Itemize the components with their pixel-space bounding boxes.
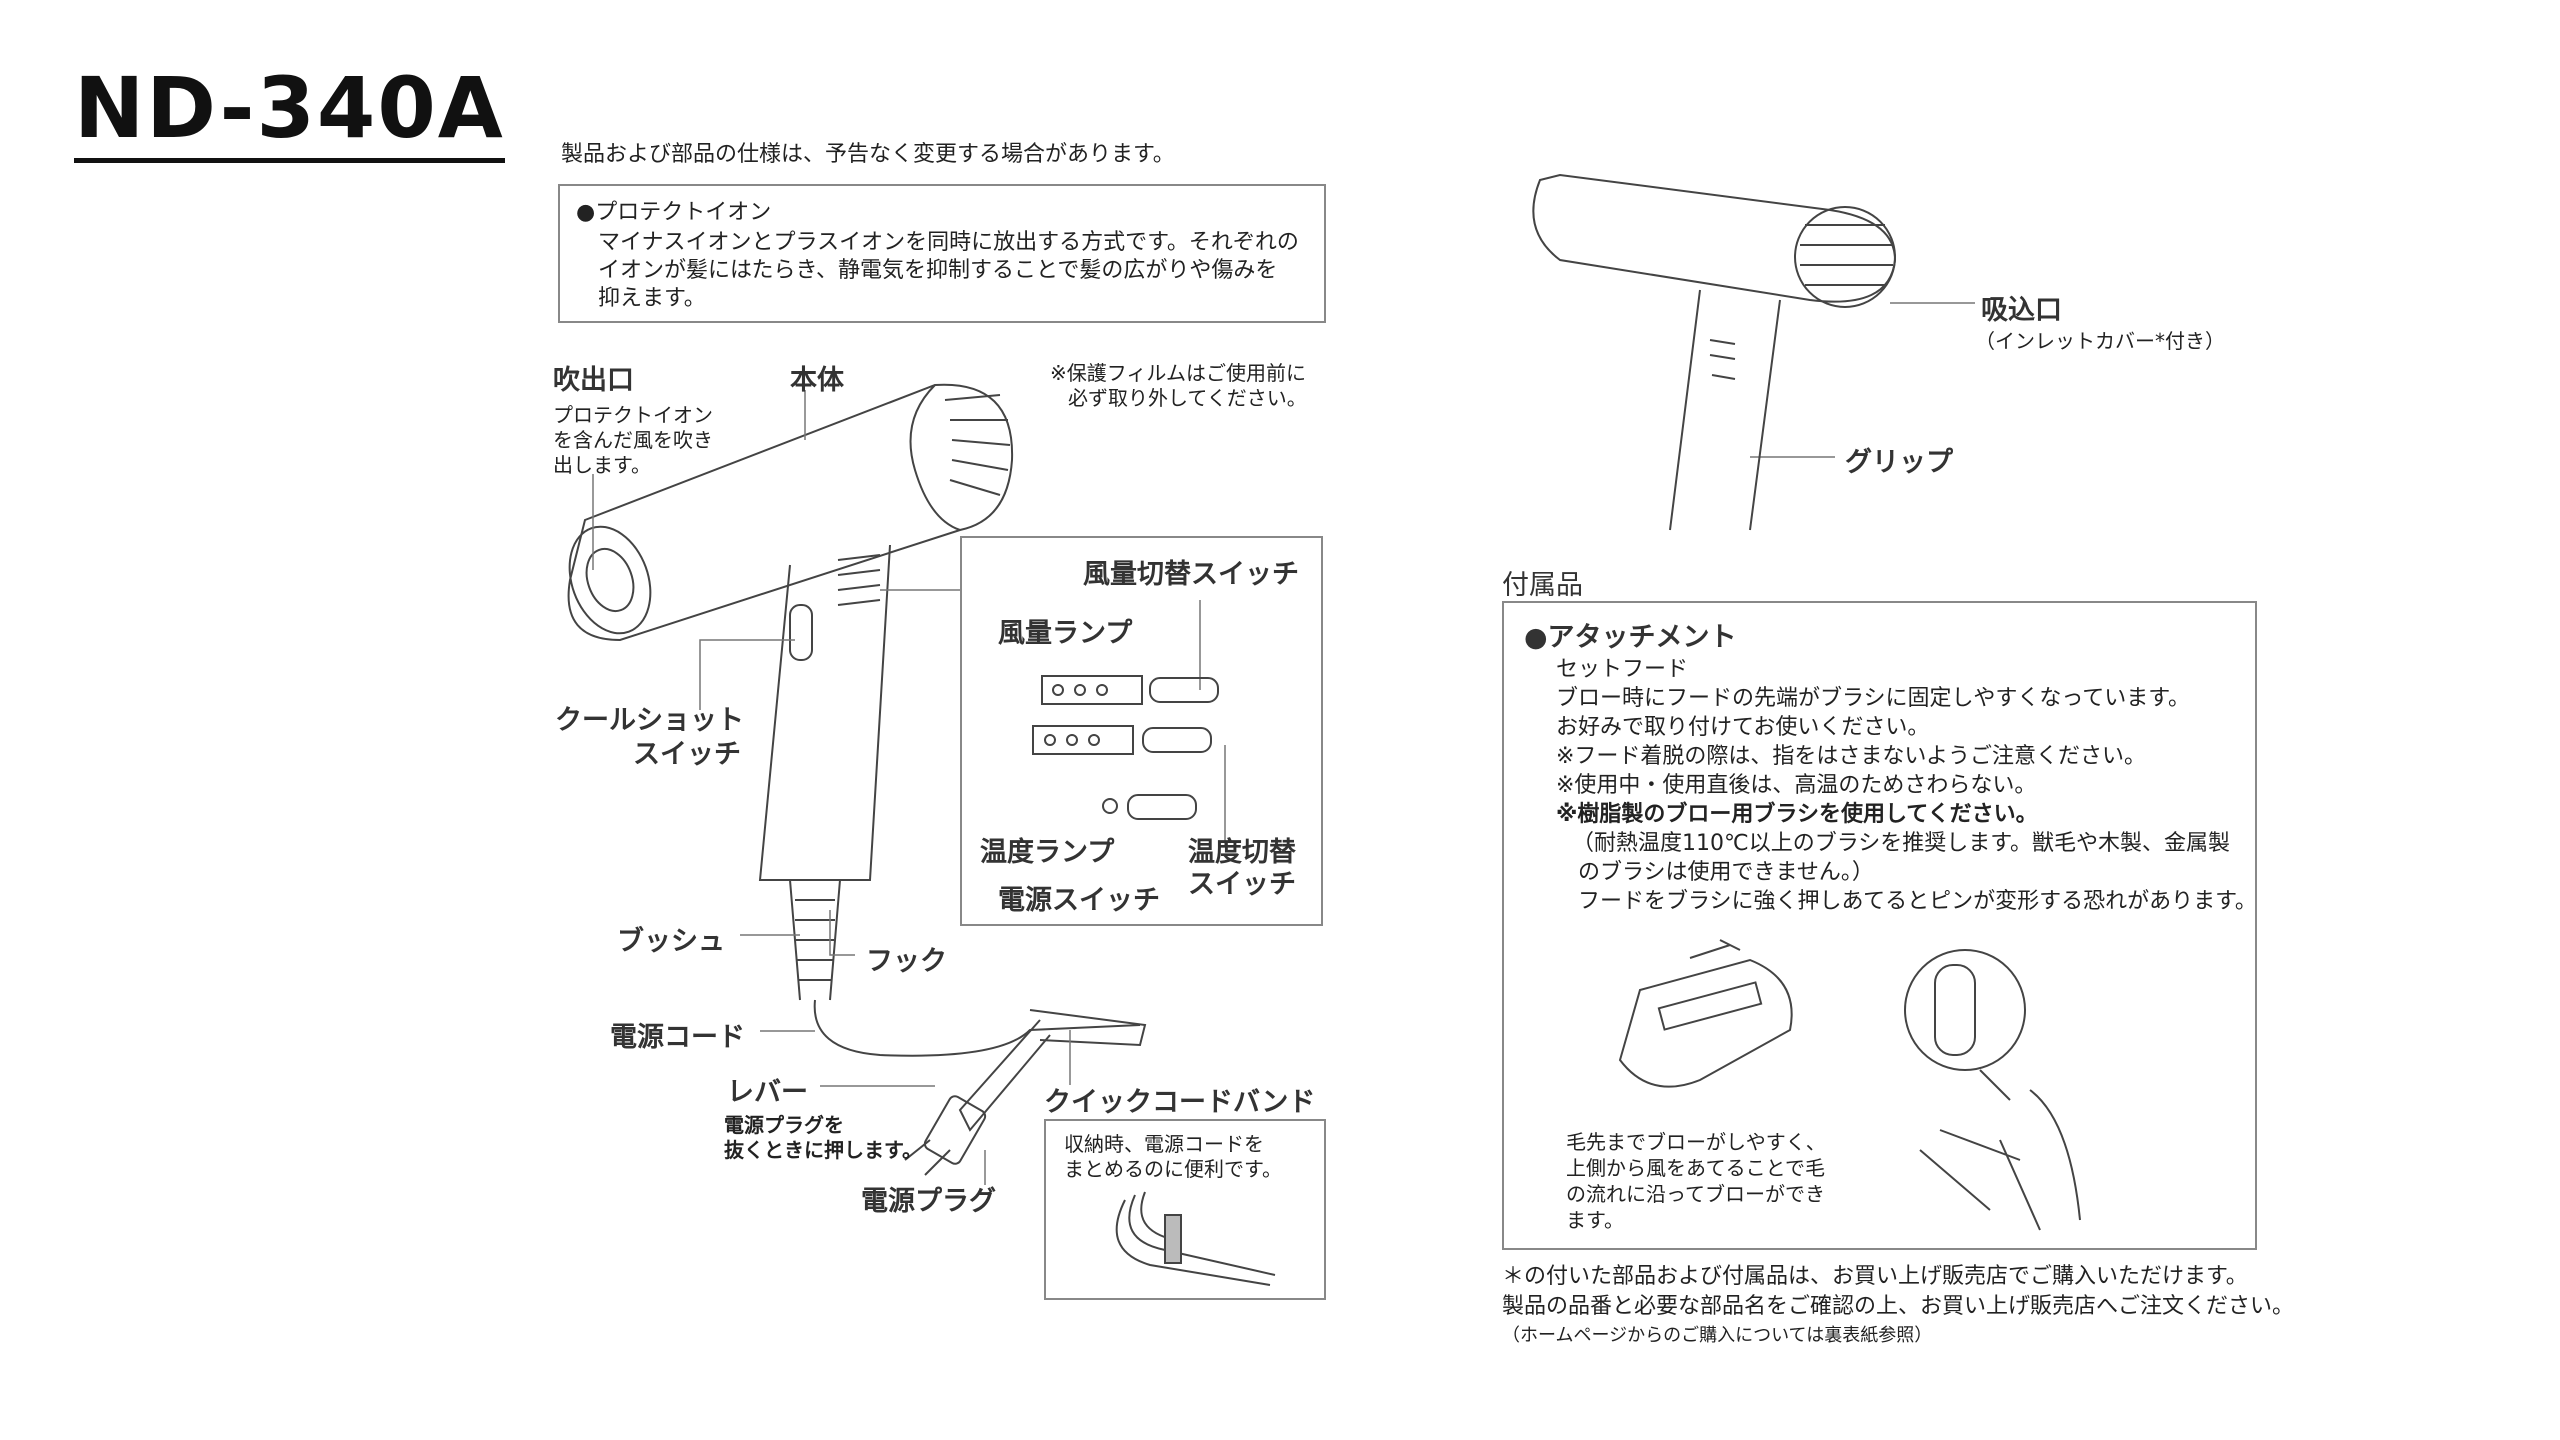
attachment-caption: 毛先までブローがしやすく、 (1566, 1130, 1826, 1154)
label-cool-shot: クールショット (555, 705, 744, 736)
spec-disclaimer: 製品および部品の仕様は、予告なく変更する場合があります。 (561, 142, 1175, 167)
film-note: ※保護フィルムはご使用前に (1050, 361, 1306, 385)
attachment-text: （耐熱温度110℃以上のブラシを推奨します。獣毛や木製、金属製 (1572, 831, 2231, 856)
protect-ion-text: イオンが髪にはたらき、静電気を抑制することで髪の広がりや傷みを (598, 258, 1278, 283)
attachment-text: お好みで取り付けてお使いください。 (1556, 715, 1930, 740)
outlet-desc: 出します。 (553, 453, 651, 477)
attachment-caption: 上側から風をあてることで毛 (1566, 1156, 1825, 1180)
model-title: ND-340A (74, 58, 505, 163)
dryer-rear-illustration (1532, 173, 1897, 531)
set-hood-illustration (1618, 939, 1793, 1088)
quick-band-box: 収納時、電源コードを まとめるのに便利です。 (1044, 1119, 1326, 1300)
label-temp-lamp: 温度ランプ (980, 837, 1115, 868)
lever-desc: 抜くときに押します。 (724, 1138, 922, 1162)
label-airflow-switch: 風量切替スイッチ (1083, 559, 1299, 590)
label-airflow-lamp: 風量ランプ (998, 618, 1133, 649)
footer-note: 製品の品番と必要な部品名をご確認の上、お買い上げ販売店へご注文ください。 (1502, 1294, 2295, 1319)
attachment-box: ●アタッチメント セットフード ブロー時にフードの先端がブラシに固定しやすくなっ… (1502, 601, 2257, 1250)
protect-ion-text: マイナスイオンとプラスイオンを同時に放出する方式です。それぞれの (598, 230, 1299, 255)
footer-note: ＊の付いた部品および付属品は、お買い上げ販売店でご購入いただけます。 (1502, 1264, 2248, 1289)
inlet-note: （インレットカバー*付き） (1975, 329, 2225, 353)
dryer-front-illustration (567, 383, 1147, 1176)
protect-ion-heading: ●プロテクトイオン (576, 200, 772, 225)
label-quick-cord-band: クイックコードバンド (1044, 1087, 1316, 1118)
control-panel-box (960, 536, 1323, 926)
label-lever: レバー (727, 1077, 808, 1108)
protect-ion-text: 抑えます。 (598, 286, 706, 311)
label-power-cord: 電源コード (610, 1022, 745, 1053)
attachment-caption: ます。 (1566, 1208, 1624, 1232)
label-body: 本体 (790, 365, 844, 396)
cord-band-illustration (1115, 1191, 1276, 1286)
label-cool-shot: スイッチ (633, 739, 741, 770)
brush-illustration (1904, 949, 2081, 1231)
set-hood-title: セットフード (1556, 657, 1689, 682)
quick-band-desc: 収納時、電源コードを (1064, 1132, 1264, 1156)
control-panel-illustration (1032, 675, 1219, 820)
label-power-switch: 電源スイッチ (998, 885, 1160, 916)
label-bush: ブッシュ (617, 926, 725, 957)
film-note: 必ず取り外してください。 (1068, 386, 1307, 410)
attachment-text: ※フード着脱の際は、指をはさまないようご注意ください。 (1556, 744, 2146, 769)
accessories-heading: 付属品 (1502, 570, 1583, 601)
attachment-text: のブラシは使用できません。） (1578, 860, 1874, 885)
lever-desc: 電源プラグを (724, 1113, 844, 1137)
label-hook: フック (866, 946, 947, 977)
label-temp-switch: 温度切替 (1188, 837, 1296, 868)
label-power-plug: 電源プラグ (861, 1186, 996, 1217)
attachment-text: ※使用中・使用直後は、高温のためさわらない。 (1556, 773, 2037, 798)
outlet-desc: プロテクトイオン (553, 403, 713, 427)
attachment-heading: ●アタッチメント (1524, 622, 1737, 653)
label-grip: グリップ (1845, 447, 1953, 478)
attachment-text: ブロー時にフードの先端がブラシに固定しやすくなっています。 (1556, 686, 2191, 711)
quick-band-desc: まとめるのに便利です。 (1064, 1157, 1282, 1181)
attachment-text: フードをブラシに強く押しあてるとピンが変形する恐れがあります。 (1578, 889, 2257, 914)
attachment-caption: の流れに沿ってブローができ (1566, 1182, 1825, 1206)
protect-ion-box: ●プロテクトイオン マイナスイオンとプラスイオンを同時に放出する方式です。それぞ… (558, 184, 1326, 323)
label-outlet: 吹出口 (553, 365, 634, 396)
footer-note: （ホームページからのご購入については裏表紙参照） (1502, 1325, 1933, 1346)
outlet-desc: を含んだ風を吹き (553, 428, 713, 452)
attachment-warning: ※樹脂製のブロー用ブラシを使用してください。 (1556, 802, 2038, 827)
label-temp-switch: スイッチ (1188, 869, 1296, 900)
label-inlet: 吸込口 (1981, 295, 2062, 326)
